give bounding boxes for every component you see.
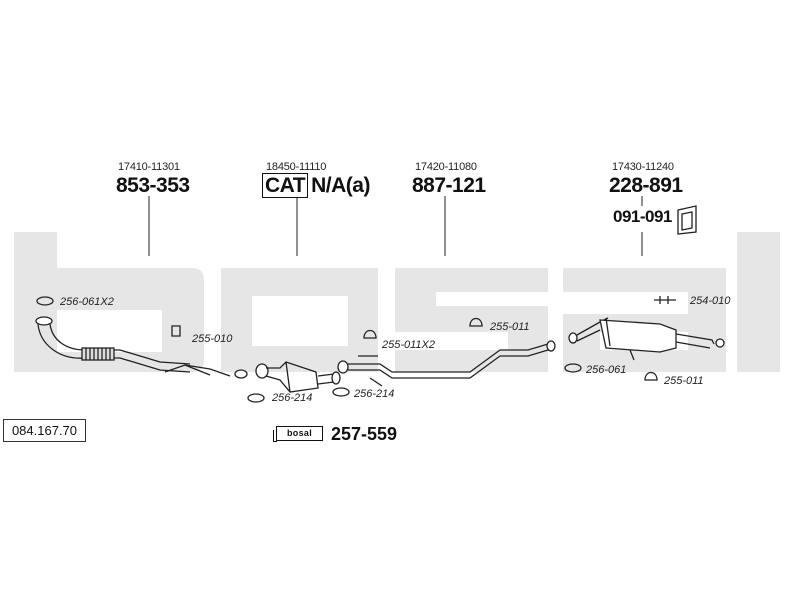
watermark-letter-a <box>563 268 726 372</box>
rubber-mount-icon <box>171 325 181 337</box>
sub-part-code: 091-091 <box>613 207 672 226</box>
bracket-icon <box>677 205 697 235</box>
clamp-icon <box>654 296 676 304</box>
part-code: 853-353 <box>116 174 190 197</box>
ref-number: 17420-11080 <box>415 161 477 173</box>
part-label: 256-214 <box>354 388 395 400</box>
part-icons <box>36 205 697 403</box>
gasket-icon <box>332 387 350 397</box>
front-pipe <box>35 316 248 379</box>
part-label: 255-011 <box>664 375 704 387</box>
part-label: 254-010 <box>690 295 731 307</box>
kit-box: bosal <box>273 426 323 442</box>
gasket-icon <box>247 393 265 403</box>
part-label: 256-061X2 <box>60 296 114 308</box>
ref-number: 18450-11110 <box>266 161 327 173</box>
part-label: 256-061 <box>586 364 627 376</box>
part-label: 256-214 <box>272 392 313 404</box>
leader-lines <box>148 196 643 256</box>
cat-code: N/A(a) <box>311 174 370 197</box>
catalytic-converter <box>255 361 341 393</box>
ref-number: 17410-11301 <box>118 161 180 173</box>
part-label: 255-011 <box>490 321 530 333</box>
ref-number: 17430-11240 <box>612 161 674 173</box>
rubber-mount-icon <box>469 317 483 327</box>
watermark-letter-o <box>221 268 378 372</box>
bosal-watermark <box>14 232 780 372</box>
watermark-letter-l <box>737 232 780 372</box>
kit-code: 257-559 <box>331 424 398 444</box>
rubber-mount-icon <box>644 371 658 381</box>
part-code: 887-121 <box>412 174 486 197</box>
part-code: 228-891 <box>609 174 683 197</box>
rubber-mount-icon <box>363 329 377 339</box>
part-label: 255-011X2 <box>382 339 436 351</box>
cat-box: CAT <box>262 173 309 198</box>
document-number: 084.167.70 <box>3 419 86 442</box>
gasket-icon <box>36 296 54 306</box>
rear-silencer <box>568 317 725 361</box>
watermark-letter-b <box>14 232 204 372</box>
gasket-icon <box>564 363 582 373</box>
intermediate-pipe <box>337 340 556 387</box>
part-label: 255-010 <box>192 333 233 345</box>
